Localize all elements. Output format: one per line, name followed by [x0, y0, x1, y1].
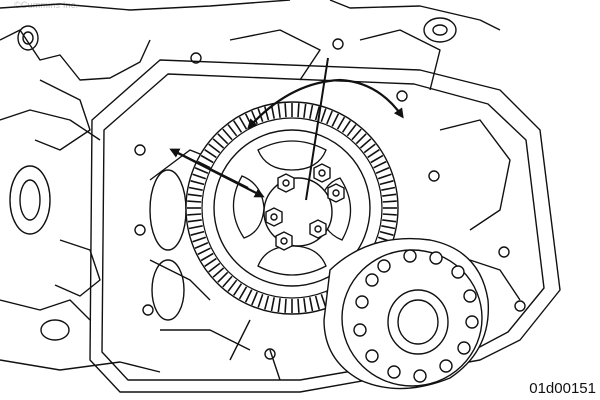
gear-tooth — [297, 103, 300, 118]
gear-tooth — [187, 219, 202, 223]
gear-tooth — [188, 186, 203, 191]
gear-tooth — [194, 167, 209, 174]
gear-tooth — [314, 295, 320, 310]
bolt-2 — [313, 163, 331, 183]
gear-tooth — [187, 213, 202, 216]
gear-tooth — [204, 257, 217, 267]
gear-tooth — [251, 291, 258, 306]
gear-mounting-bolts — [265, 163, 345, 251]
gear-tooth — [351, 128, 362, 141]
camshaft-gear — [185, 101, 399, 315]
gear-tooth — [238, 286, 248, 300]
gear-tooth — [382, 213, 397, 216]
gear-tooth — [190, 180, 205, 186]
gear-tooth — [270, 297, 275, 312]
gear-tooth — [233, 120, 243, 133]
gear-tooth — [208, 262, 221, 273]
gear-tooth — [227, 124, 238, 137]
gear-tooth — [190, 230, 205, 236]
gear-tooth — [375, 167, 390, 174]
gear-tooth — [222, 275, 233, 288]
gear-tooth — [382, 200, 397, 203]
bolt-6 — [275, 231, 293, 251]
gear-tooth — [284, 103, 287, 118]
gear-tooth — [382, 219, 397, 223]
gear-tooth — [238, 116, 248, 130]
gear-tooth — [355, 133, 367, 145]
gear-tooth — [320, 293, 327, 308]
gear-tooth — [244, 289, 253, 303]
gear-tooth — [370, 154, 384, 164]
gear-tooth — [382, 193, 397, 197]
bolt-5 — [309, 219, 327, 239]
gear-tooth — [381, 186, 396, 191]
idler-gear — [323, 237, 490, 390]
figure-reference-number: 01d00151 — [529, 380, 596, 397]
gear-tooth — [222, 128, 233, 141]
gear-tooth — [197, 247, 211, 256]
gear-tooth — [233, 283, 243, 296]
gear-tooth — [373, 160, 387, 169]
gear-tooth — [212, 267, 225, 278]
gear-tooth — [381, 225, 396, 230]
gear-tooth — [200, 252, 214, 262]
rotation-arrow — [247, 78, 404, 130]
gear-tooth — [217, 271, 229, 283]
gear-tooth — [303, 298, 307, 313]
gear-tooth — [363, 143, 376, 154]
gear-tooth — [188, 225, 203, 230]
gear-tooth — [208, 143, 221, 154]
gear-tooth — [197, 160, 211, 169]
gear-tooth — [379, 180, 394, 186]
gear-tooth — [227, 279, 238, 292]
gear-tooth — [264, 295, 270, 310]
gear-tooth — [200, 154, 214, 164]
gear-tooth — [277, 298, 281, 313]
bolt-4 — [265, 207, 283, 227]
gear-tooth — [297, 298, 300, 313]
gear-tooth — [284, 298, 287, 313]
gear-tooth — [359, 138, 372, 149]
gear-tooth — [257, 293, 264, 308]
gear-tooth — [377, 173, 392, 180]
gear-tooth — [367, 149, 380, 159]
bolt-1 — [277, 173, 295, 193]
gear-tooth — [192, 173, 207, 180]
gear-tooth — [379, 230, 394, 236]
bolt-3 — [327, 183, 345, 203]
gear-tooth — [309, 297, 314, 312]
gear-tooth — [187, 200, 202, 203]
gear-tooth — [217, 133, 229, 145]
gear-tooth — [187, 193, 202, 197]
engine-block — [0, 0, 561, 393]
motion-arrows — [169, 57, 404, 201]
gear-tooth — [212, 138, 225, 149]
gear-tooth — [194, 242, 209, 249]
gear-tooth — [204, 149, 217, 159]
gear-tooth — [192, 236, 207, 243]
